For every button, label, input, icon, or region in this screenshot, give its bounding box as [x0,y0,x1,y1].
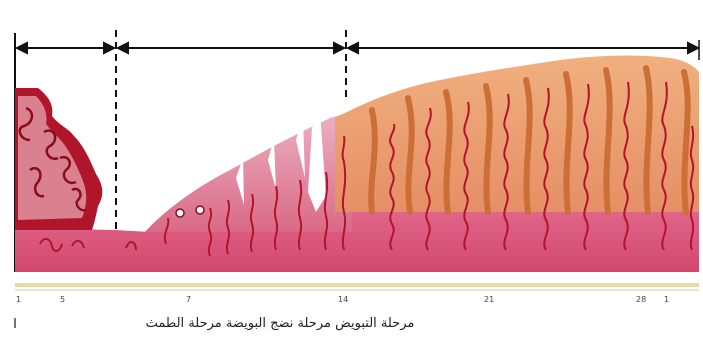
endometrium-base-layer [15,204,699,272]
basal-vessels [39,217,170,252]
day-marker-21: 21 [484,295,494,304]
proliferative-vessels [207,135,347,257]
phase-arrows [14,41,701,55]
day-marker-1-next: 1 [664,295,669,304]
day-scale-bar [15,283,699,287]
day-marker-5: 5 [60,295,65,304]
day-marker-7: 7 [186,295,191,304]
phase-caption: مرحلة التبويض مرحلة نضج البويضة مرحلة ال… [145,316,415,331]
menstrual-glands [18,106,87,212]
day-marker-28: 28 [636,295,646,304]
proliferative-clefts [236,112,326,212]
secretory-glands [368,65,691,215]
day-markers: 1 5 7 14 21 28 1 [16,295,669,304]
day-marker-14: 14 [338,295,348,304]
secretory-coiled-arteries [389,81,695,251]
proliferative-ova [175,205,205,218]
day-marker-1: 1 [16,295,21,304]
